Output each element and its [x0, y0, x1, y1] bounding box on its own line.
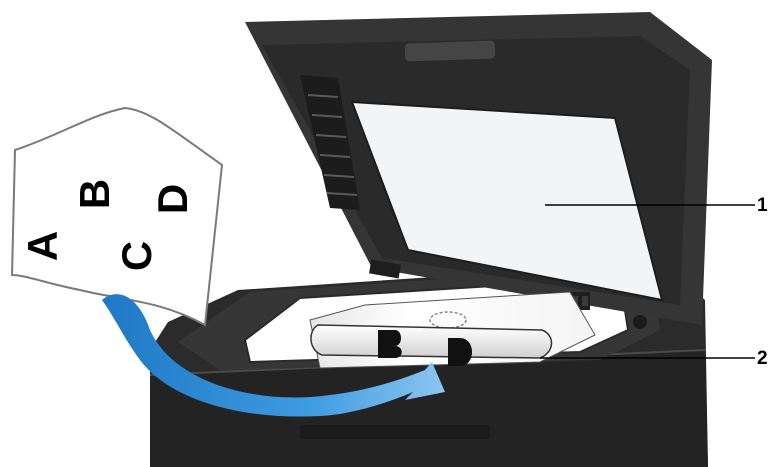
- mirrored-letter-d: [448, 338, 472, 366]
- cover-handle: [405, 40, 496, 61]
- cover-clip: [633, 315, 647, 329]
- document-roll: [311, 325, 552, 358]
- loose-document: [12, 108, 222, 325]
- mirrored-letter-b: [378, 330, 402, 358]
- callout-label-1: 1: [757, 196, 768, 215]
- front-slot: [300, 425, 490, 439]
- callout-label-2: 2: [757, 349, 768, 368]
